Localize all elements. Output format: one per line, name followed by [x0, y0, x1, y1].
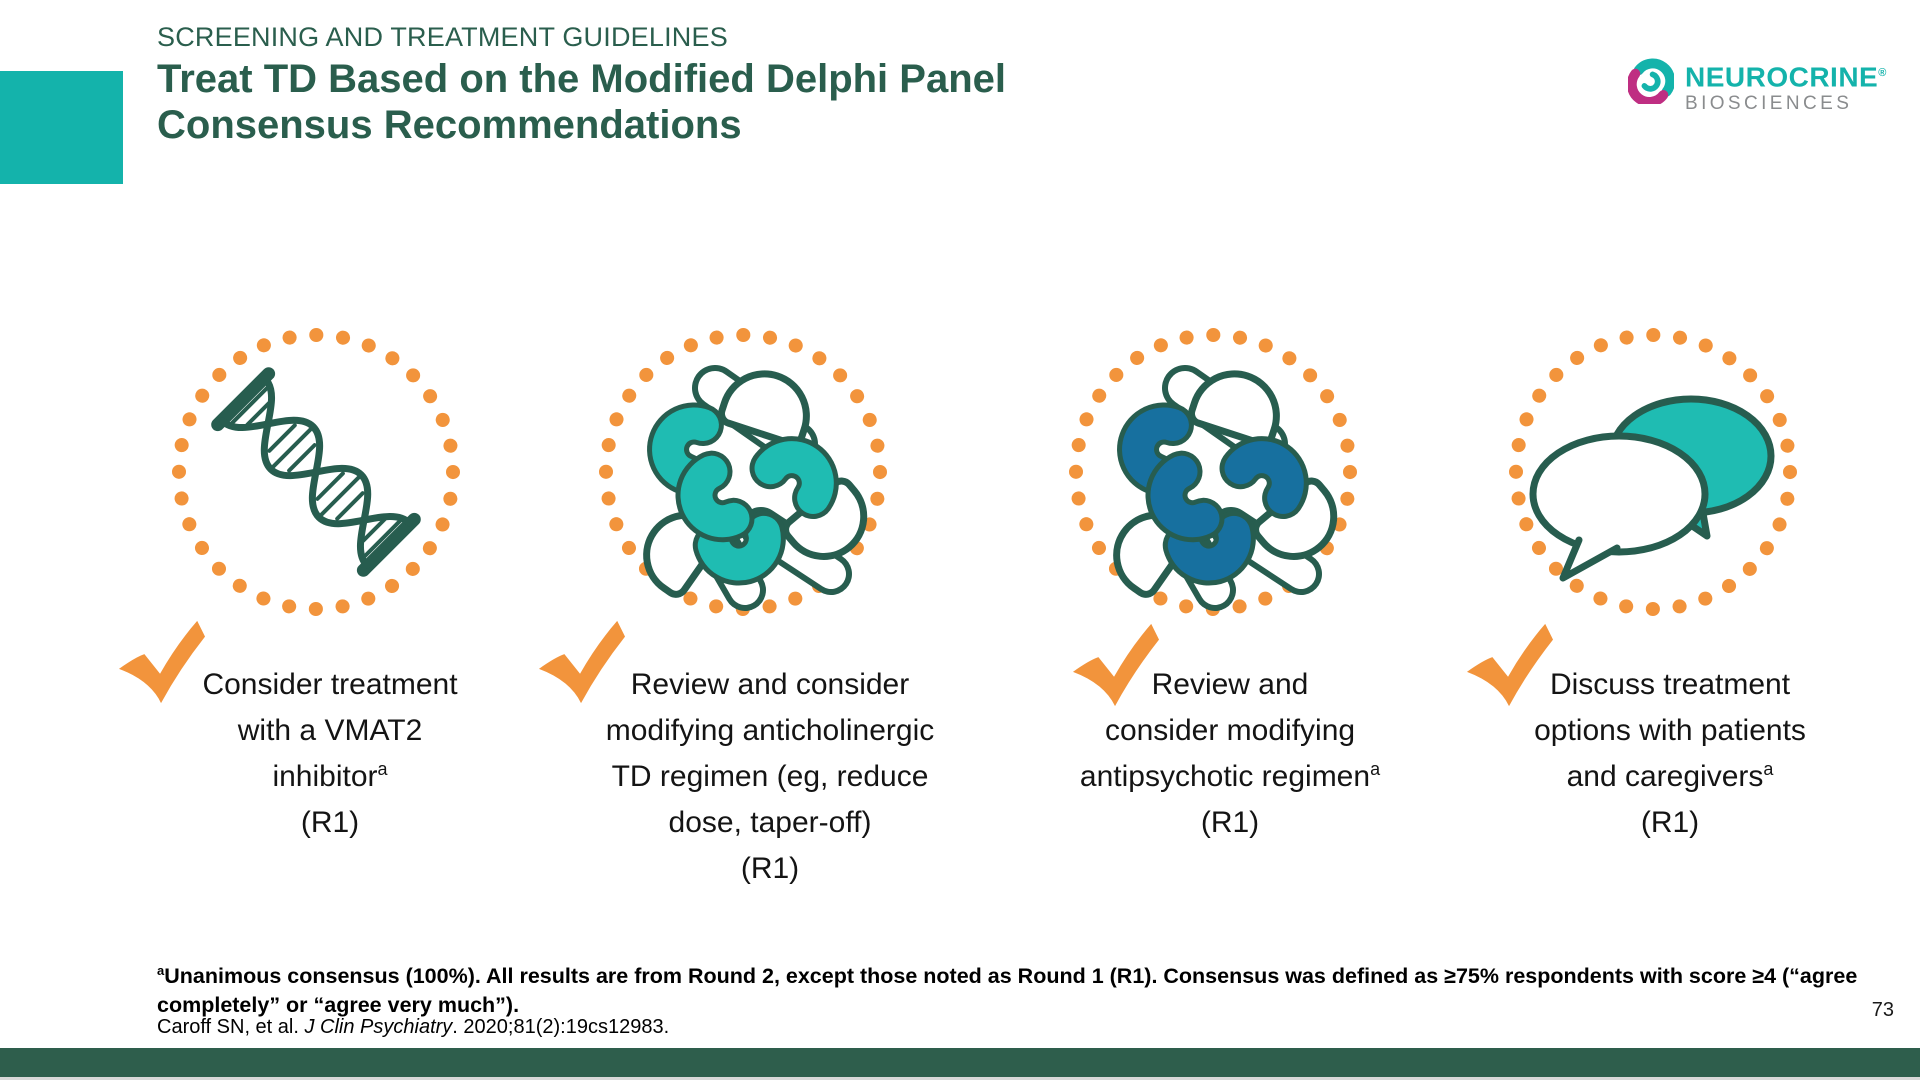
- superscript-note: a: [377, 759, 388, 779]
- page-title: Treat TD Based on the Modified Delphi Pa…: [157, 56, 1006, 148]
- anticholinergic-pills-icon-circle: [593, 322, 893, 622]
- recommendation-text: (R1): [1640, 806, 1700, 839]
- logo-brand-label: NEUROCRINE: [1685, 61, 1879, 93]
- recommendation-text: Review and: [1151, 668, 1309, 701]
- recommendation-text: with a VMAT2: [237, 714, 423, 747]
- recommendation-3: Review and consider modifying antipsycho…: [1040, 658, 1420, 842]
- recommendation-line: (R1): [1040, 796, 1420, 842]
- dna-icon-circle: [166, 322, 466, 622]
- antipsychotic-pills-icon-circle: [1063, 322, 1363, 622]
- recommendation-text: consider modifying: [1104, 714, 1356, 747]
- recommendation-text: (R1): [740, 852, 800, 885]
- reference-authors: Caroff SN, et al.: [157, 1016, 305, 1038]
- recommendation-line: dose, taper-off): [553, 796, 987, 842]
- dna-icon: [166, 322, 466, 622]
- recommendation-text: (R1): [1200, 806, 1260, 839]
- reference-citation: Caroff SN, et al. J Clin Psychiatry. 202…: [157, 1016, 669, 1039]
- recommendation-text: TD regimen (eg, reduce: [611, 760, 929, 793]
- recommendation-line: TD regimen (eg, reduce: [553, 750, 987, 796]
- footnote-line-2: completely” or “agree very much”).: [157, 991, 1857, 1020]
- recommendation-text: antipsychotic regimen: [1079, 760, 1371, 793]
- footer-strip: [0, 1077, 1920, 1080]
- speech-bubbles-icon-circle: [1503, 322, 1803, 622]
- recommendation-line: modifying anticholinergic: [553, 704, 987, 750]
- page-number: 73: [1871, 999, 1894, 1021]
- recommendation-line: inhibitora: [150, 750, 510, 796]
- recommendation-text: options with patients: [1534, 714, 1806, 747]
- footnote-text-1: Unanimous consensus (100%). All results …: [164, 964, 1858, 989]
- recommendation-text: Discuss treatment: [1549, 668, 1791, 701]
- logo-sub-brand: BIOSCIENCES: [1685, 93, 1853, 115]
- footnote-line-1: aUnanimous consensus (100%). All results…: [157, 956, 1857, 991]
- footnote-superscript: a: [157, 963, 165, 978]
- recommendation-text: modifying anticholinergic: [605, 714, 935, 747]
- speech-bubbles-icon: [1503, 322, 1803, 622]
- recommendation-line: Review and: [1040, 658, 1420, 704]
- registered-mark: ®: [1878, 67, 1887, 79]
- recommendation-text: dose, taper-off): [668, 806, 872, 839]
- recommendation-text: and caregivers: [1566, 760, 1764, 793]
- recommendation-line: Consider treatment: [150, 658, 510, 704]
- superscript-note: a: [1763, 759, 1774, 779]
- recommendation-line: (R1): [150, 796, 510, 842]
- reference-journal: J Clin Psychiatry: [304, 1016, 453, 1038]
- anticholinergic-pills-icon: [593, 322, 893, 622]
- eyebrow-kicker: SCREENING AND TREATMENT GUIDELINES: [157, 22, 728, 52]
- recommendation-text: Consider treatment: [202, 668, 458, 701]
- recommendation-line: consider modifying: [1040, 704, 1420, 750]
- page-title-line-1: Treat TD Based on the Modified Delphi Pa…: [157, 57, 1007, 101]
- recommendation-line: Discuss treatment: [1472, 658, 1868, 704]
- recommendation-line: (R1): [553, 842, 987, 888]
- superscript-note: a: [1370, 759, 1381, 779]
- recommendation-4: Discuss treatment options with patients …: [1472, 658, 1868, 842]
- recommendation-line: antipsychotic regimena: [1040, 750, 1420, 796]
- logo-text: NEUROCRINE® BIOSCIENCES: [1685, 58, 1887, 115]
- page-title-line-2: Consensus Recommendations: [157, 103, 742, 147]
- logo-swirl-icon: [1628, 58, 1674, 104]
- recommendation-text: inhibitor: [272, 760, 378, 793]
- footnote: aUnanimous consensus (100%). All results…: [157, 956, 1857, 1020]
- antipsychotic-pills-icon: [1063, 322, 1363, 622]
- footnote-text-2: completely” or “agree very much”).: [157, 993, 520, 1018]
- recommendation-line: and caregiversa: [1472, 750, 1868, 796]
- recommendation-2: Review and consider modifying anticholin…: [553, 658, 987, 888]
- reference-details: . 2020;81(2):19cs12983.: [452, 1016, 670, 1038]
- recommendation-line: with a VMAT2: [150, 704, 510, 750]
- recommendation-text: (R1): [300, 806, 360, 839]
- recommendation-line: Review and consider: [553, 658, 987, 704]
- accent-square: [0, 71, 123, 184]
- logo-brand-name: NEUROCRINE®: [1685, 58, 1887, 92]
- recommendation-1: Consider treatment with a VMAT2 inhibito…: [150, 658, 510, 842]
- recommendation-line: (R1): [1472, 796, 1868, 842]
- footer-bar: [0, 1048, 1920, 1077]
- company-logo: NEUROCRINE® BIOSCIENCES: [1628, 58, 1887, 115]
- recommendation-text: Review and consider: [630, 668, 910, 701]
- recommendation-line: options with patients: [1472, 704, 1868, 750]
